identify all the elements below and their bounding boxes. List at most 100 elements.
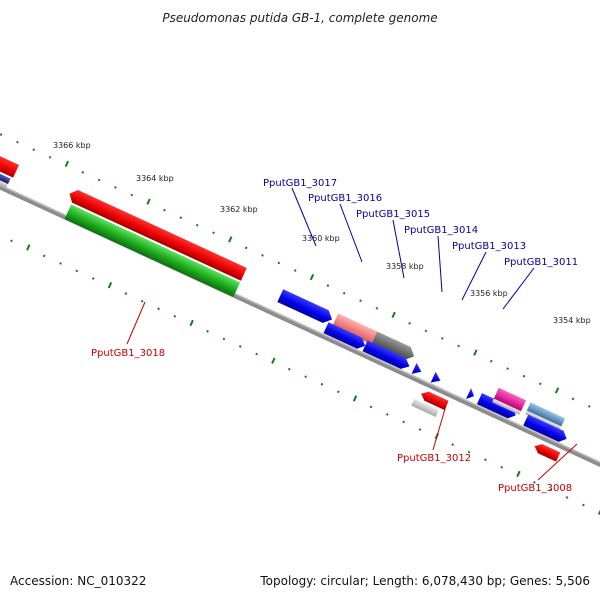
ruler-tick bbox=[587, 405, 591, 408]
ruler-tick bbox=[222, 337, 226, 341]
gene-pputgb1-3008[interactable] bbox=[533, 442, 561, 462]
gene-pputgb1-3011-d[interactable] bbox=[492, 398, 522, 415]
gene-pputgb1-3018-green[interactable] bbox=[64, 204, 241, 298]
ruler-tick bbox=[287, 367, 291, 371]
label-pputgb1-3008[interactable]: PputGB1_3008 bbox=[498, 483, 572, 494]
ruler-tick bbox=[32, 148, 36, 152]
ruler-tick bbox=[473, 349, 478, 356]
ruler-tick bbox=[261, 254, 264, 257]
label-pputgb1-3016[interactable]: PputGB1_3016 bbox=[308, 193, 382, 204]
ruler-tick bbox=[424, 329, 428, 333]
leader-line bbox=[437, 235, 443, 293]
label-pputgb1-3012[interactable]: PputGB1_3012 bbox=[397, 453, 471, 464]
gene-pputgb1-3013[interactable] bbox=[411, 362, 424, 377]
map-title: Pseudomonas putida GB-1, complete genome bbox=[162, 11, 437, 25]
label-pputgb1-3014[interactable]: PputGB1_3014 bbox=[404, 225, 478, 236]
leader-line bbox=[432, 401, 448, 451]
ruler-tick bbox=[304, 375, 307, 379]
ruler-tick bbox=[359, 299, 362, 303]
reverse-labels: PputGB1_3018 PputGB1_3012 PputGB1_3008 bbox=[91, 301, 578, 494]
ruler-tick bbox=[130, 193, 134, 197]
gene-pputgb1-3016-b[interactable] bbox=[371, 331, 417, 363]
label-pputgb1-3018[interactable]: PputGB1_3018 bbox=[91, 348, 165, 359]
ruler-tick bbox=[369, 405, 373, 409]
gene-pputgb1-3009[interactable] bbox=[523, 414, 569, 445]
scale-label: 3364 kbp bbox=[136, 174, 174, 183]
ruler-tick bbox=[457, 344, 460, 348]
leader-line bbox=[291, 187, 317, 247]
forward-genes bbox=[0, 144, 569, 445]
topology-text: Topology: circular; Length: 6,078,430 bp… bbox=[259, 574, 590, 588]
ruler-tick bbox=[385, 413, 389, 416]
ruler-tick bbox=[467, 450, 471, 454]
gene-pputgb1-3012-grey[interactable] bbox=[411, 398, 440, 417]
ruler-tick bbox=[271, 357, 276, 364]
ruler-tick bbox=[212, 231, 215, 235]
scale-label: 3356 kbp bbox=[470, 289, 508, 298]
leader-line bbox=[126, 301, 146, 345]
gene-left-red[interactable] bbox=[0, 144, 20, 178]
gene-pputgb1-3016-a[interactable] bbox=[332, 313, 378, 345]
ruler-tick bbox=[107, 282, 113, 289]
scale-label: 3358 kbp bbox=[386, 262, 424, 271]
ruler-tick bbox=[440, 337, 444, 340]
gene-pputgb1-3018-red[interactable] bbox=[67, 187, 247, 281]
scale-label: 3354 kbp bbox=[553, 316, 591, 325]
label-pputgb1-3015[interactable]: PputGB1_3015 bbox=[356, 209, 430, 220]
scale-labels: 3366 kbp 3364 kbp 3362 kbp 3360 kbp 3358… bbox=[53, 141, 591, 325]
ruler-tick bbox=[0, 133, 3, 136]
ruler-tick bbox=[255, 352, 258, 356]
ruler-tick bbox=[516, 470, 521, 478]
leader-line bbox=[339, 203, 363, 263]
ruler-tick bbox=[522, 374, 526, 378]
gene-pputgb1-3011-c[interactable] bbox=[493, 387, 527, 412]
gene-pputgb1-3014[interactable] bbox=[362, 340, 413, 371]
label-pputgb1-3013[interactable]: PputGB1_3013 bbox=[452, 241, 526, 252]
ruler-tick bbox=[195, 223, 199, 227]
ruler-tick bbox=[42, 254, 46, 258]
scale-ruler-outer bbox=[0, 133, 591, 408]
gene-pputgb1-3011-b[interactable] bbox=[476, 393, 518, 421]
ruler-tick bbox=[97, 178, 101, 182]
gene-pputgb1-3011-a[interactable] bbox=[466, 388, 476, 401]
ruler-tick bbox=[26, 244, 31, 251]
ruler-tick bbox=[146, 198, 151, 205]
gene-pputgb1-3017[interactable] bbox=[277, 289, 335, 326]
leader-line bbox=[461, 251, 487, 301]
ruler-tick bbox=[549, 488, 553, 492]
ruler-tick bbox=[124, 292, 128, 295]
scale-label: 3366 kbp bbox=[53, 141, 91, 150]
ruler-tick bbox=[402, 420, 405, 424]
ruler-tick bbox=[582, 503, 585, 507]
label-pputgb1-3011[interactable]: PputGB1_3011 bbox=[504, 257, 578, 268]
ruler-tick bbox=[336, 390, 340, 394]
gene-pputgb1-3010[interactable] bbox=[526, 402, 566, 427]
ruler-tick bbox=[484, 458, 487, 462]
ruler-tick bbox=[10, 239, 13, 243]
ruler-tick bbox=[352, 395, 358, 402]
ruler-tick bbox=[565, 496, 569, 499]
gene-pputgb1-3012-red[interactable] bbox=[419, 389, 449, 410]
ruler-tick bbox=[48, 155, 52, 159]
gene-pputgb1-3010-b[interactable] bbox=[525, 410, 562, 431]
label-pputgb1-3017[interactable]: PputGB1_3017 bbox=[263, 178, 337, 189]
ruler-tick bbox=[451, 443, 455, 446]
leader-line bbox=[537, 443, 578, 481]
reverse-genes bbox=[64, 187, 561, 462]
ruler-tick bbox=[320, 382, 324, 386]
ruler-tick bbox=[206, 330, 209, 333]
genome-track bbox=[0, 133, 600, 515]
ruler-tick bbox=[408, 322, 411, 325]
ruler-tick bbox=[418, 428, 422, 431]
ruler-tick bbox=[538, 382, 542, 386]
scale-ruler-inner bbox=[10, 239, 600, 515]
ruler-tick bbox=[114, 186, 117, 189]
ruler-tick bbox=[140, 299, 144, 303]
gene-pputgb1-3013-b[interactable] bbox=[430, 371, 443, 386]
ruler-tick bbox=[533, 481, 536, 484]
ruler-tick bbox=[16, 140, 19, 144]
gene-pputgb1-3015[interactable] bbox=[323, 322, 368, 351]
forward-labels: PputGB1_3017 PputGB1_3016 PputGB1_3015 P… bbox=[263, 178, 578, 310]
ruler-tick bbox=[293, 269, 297, 272]
ruler-tick bbox=[489, 359, 493, 363]
